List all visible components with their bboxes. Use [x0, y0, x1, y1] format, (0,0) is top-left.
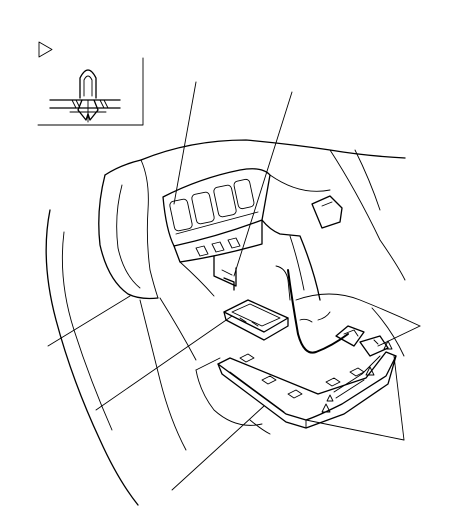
clip-fastener-icon	[49, 69, 121, 123]
clip-detail-inset	[37, 41, 144, 126]
callout-triangle-icon	[365, 366, 375, 376]
dashboard-assembly	[45, 139, 406, 506]
callout-triangle-icon	[383, 340, 393, 350]
callout-triangle-icon	[321, 403, 331, 413]
view-arrow-icon	[38, 41, 53, 58]
inset-frame	[37, 57, 144, 126]
callout-triangle-icon	[326, 394, 334, 402]
leader-lines	[47, 81, 421, 491]
floor-area	[195, 269, 421, 435]
